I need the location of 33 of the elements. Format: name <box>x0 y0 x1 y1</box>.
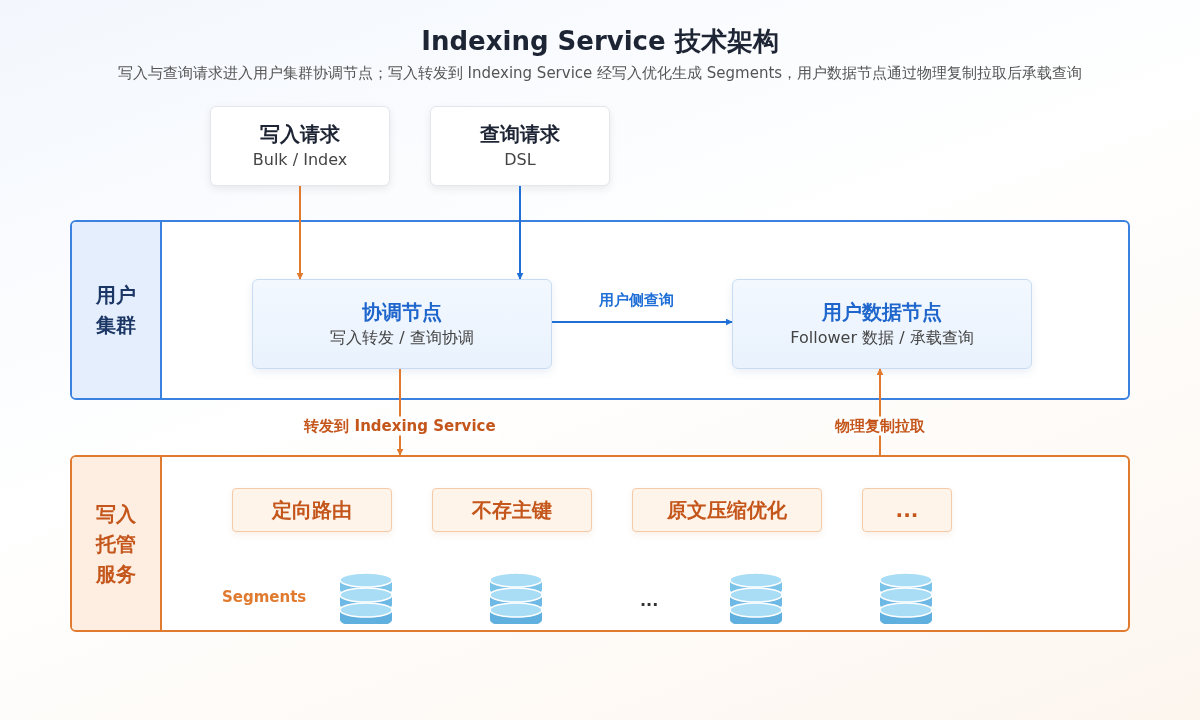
arrow <box>516 185 524 280</box>
band-header: 用户集群 <box>72 222 162 398</box>
node-box <box>732 279 1032 369</box>
node-title: 协调节点 <box>362 299 442 326</box>
node-subtitle: Bulk / Index <box>252 149 348 171</box>
segments-label: Segments <box>222 588 307 606</box>
node-subtitle: DSL <box>504 149 536 171</box>
node-title: 查询请求 <box>480 121 560 148</box>
band-header: 写入托管服务 <box>72 457 162 630</box>
node-title: 定向路由 <box>272 497 352 524</box>
feature-tag <box>232 488 392 532</box>
ellipsis: ... <box>640 590 659 610</box>
cluster-band <box>70 220 1130 400</box>
node-box <box>252 279 552 369</box>
request-box <box>210 106 390 186</box>
node-title: ... <box>895 497 919 524</box>
arrow <box>296 185 304 280</box>
node-title: 写入请求 <box>260 121 340 148</box>
edge-label: 物理复制拉取 <box>832 416 928 436</box>
node-title: 用户数据节点 <box>822 299 942 326</box>
feature-tag <box>862 488 952 532</box>
edge-label: 用户侧查询 <box>597 290 675 310</box>
title: Indexing Service 技术架构 <box>420 25 780 58</box>
node-title: 不存主键 <box>472 497 552 524</box>
service-band <box>70 455 1130 632</box>
node-title: 原文压缩优化 <box>667 497 787 524</box>
feature-tag <box>432 488 592 532</box>
node-subtitle: Follower 数据 / 承载查询 <box>790 327 974 349</box>
feature-tag <box>632 488 822 532</box>
subtitle: 写入与查询请求进入用户集群协调节点；写入转发到 Indexing Service 经写入优化生成 Segments，用户数据节点通过物理复制拉取后承载查询 <box>116 64 1084 83</box>
arrow <box>551 318 733 326</box>
node-subtitle: 写入转发 / 查询协调 <box>330 327 474 349</box>
request-box <box>430 106 610 186</box>
